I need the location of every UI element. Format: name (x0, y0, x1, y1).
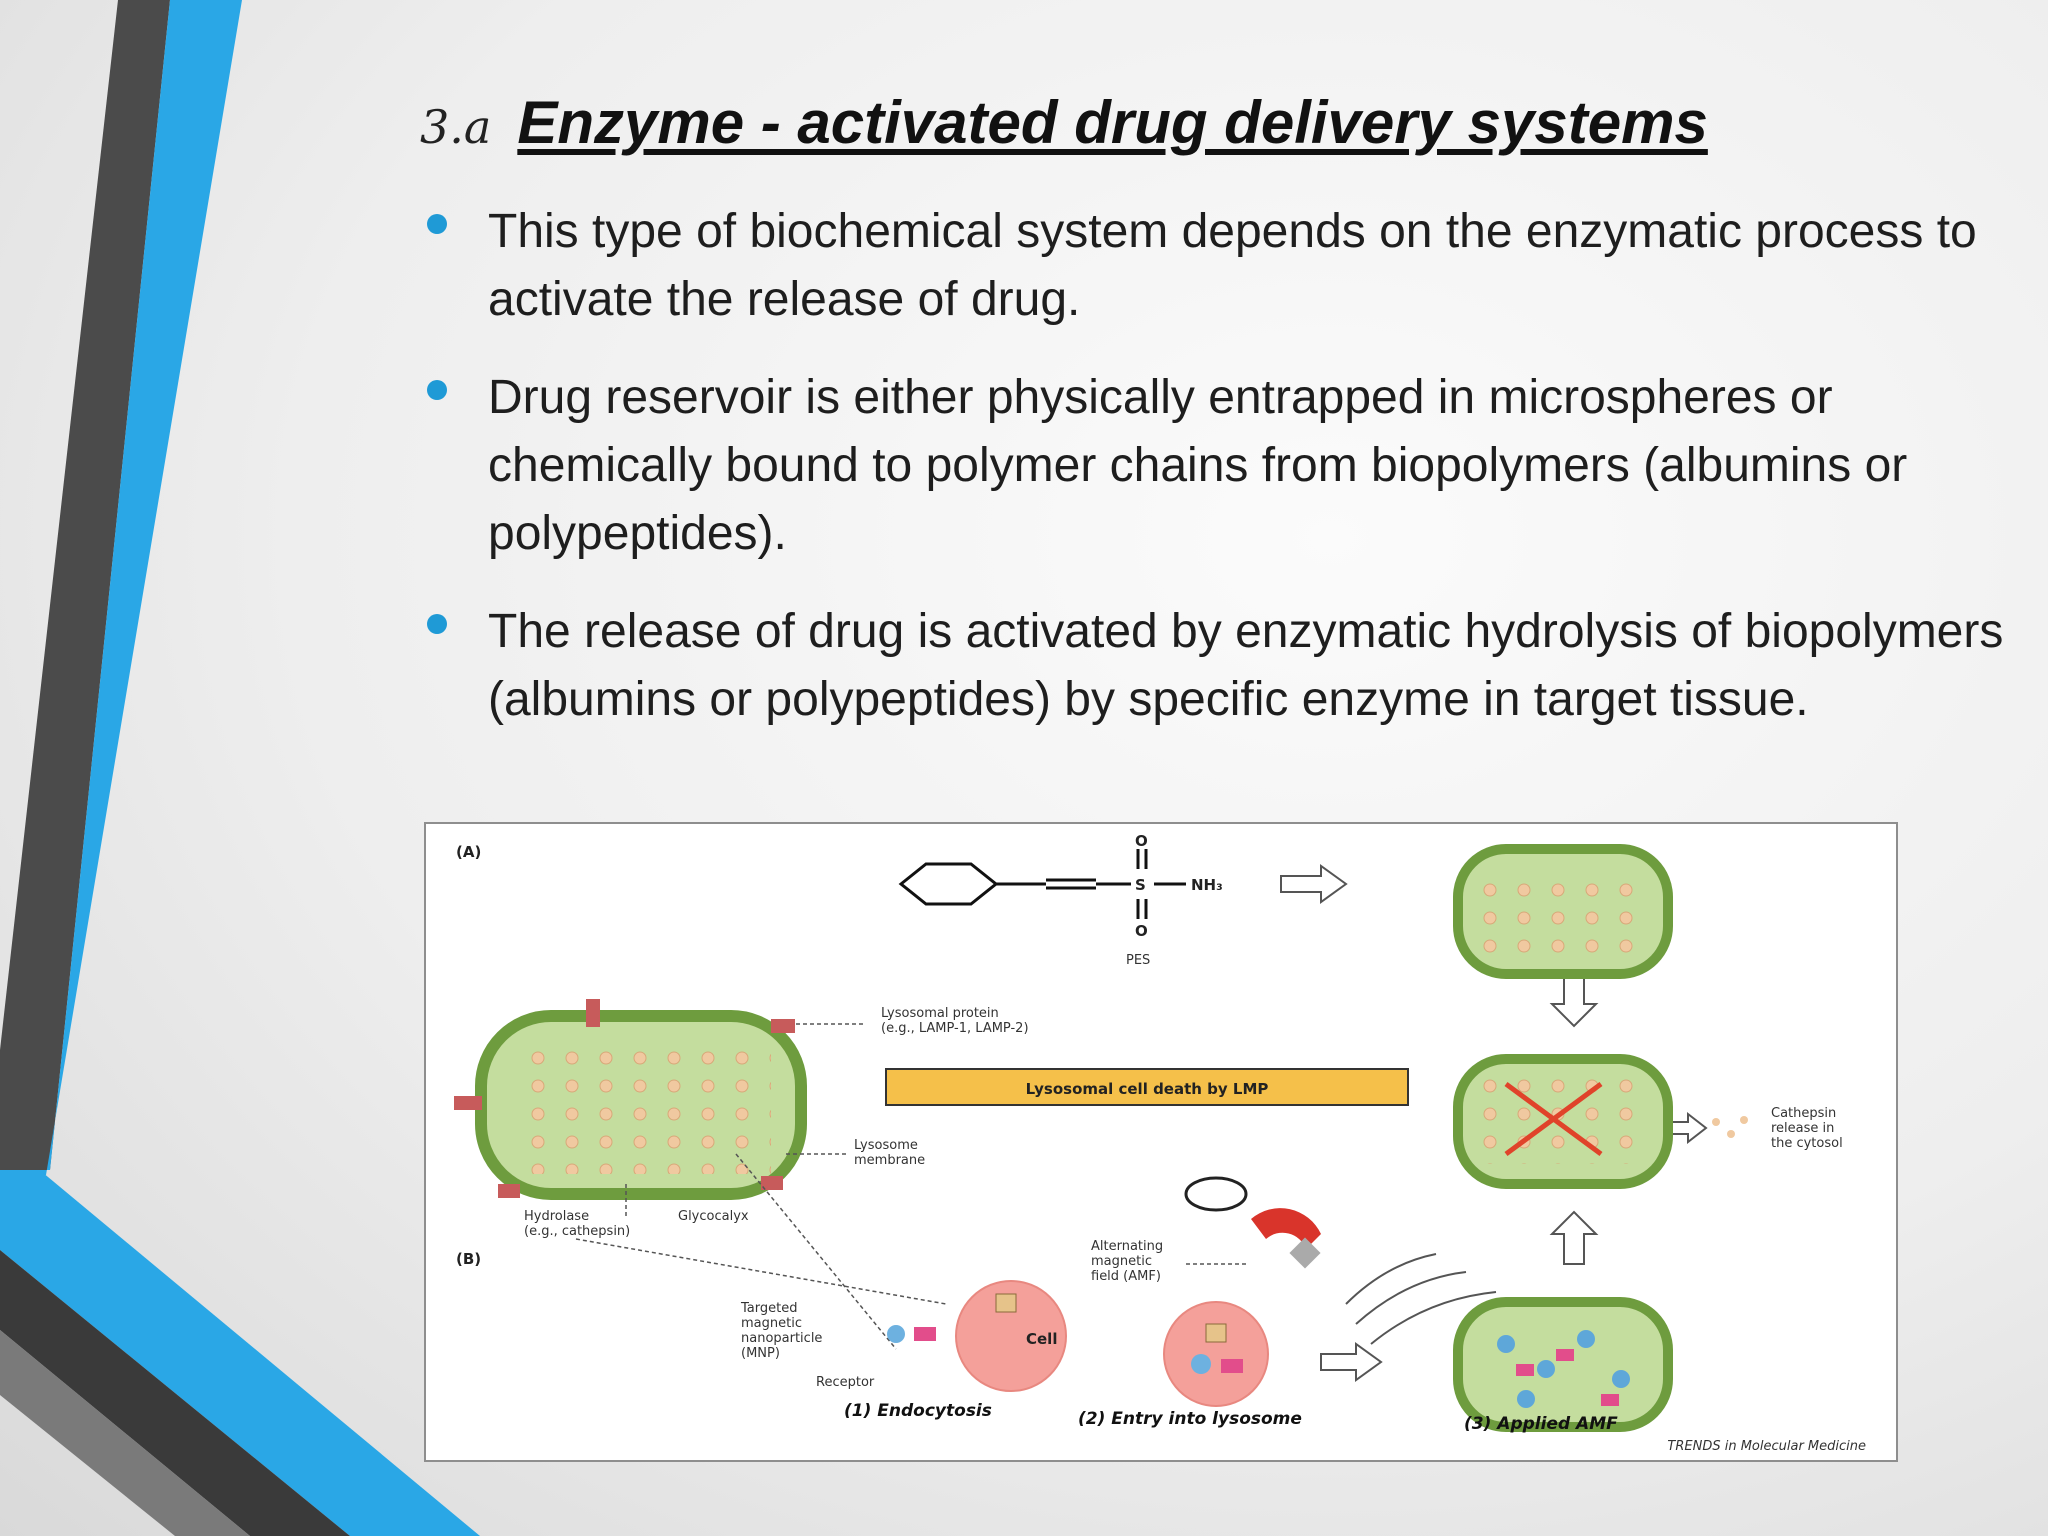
lysosome-membrane-label-2: membrane (854, 1153, 925, 1168)
mnp-label-4: (MNP) (741, 1346, 780, 1361)
hydrolase-label: Hydrolase (524, 1209, 589, 1224)
lmp-box: Lysosomal cell death by LMP (885, 1068, 1409, 1106)
panel-a-label: (A) (456, 843, 481, 861)
cell-endocytosis: Cell (887, 1280, 1067, 1392)
mnp-label-3: nanoparticle (741, 1331, 822, 1346)
cell-lysosome-entry (1163, 1301, 1269, 1407)
field-waves (1345, 1253, 1497, 1345)
pes-molecule (898, 849, 1186, 919)
lysosomal-protein-example: (e.g., LAMP-1, LAMP-2) (881, 1021, 1029, 1036)
lysosome-top (1453, 844, 1673, 979)
section-number: 3.a (420, 100, 492, 154)
step-entry-lysosome: (2) Entry into lysosome (1078, 1409, 1302, 1429)
step-endocytosis: (1) Endocytosis (844, 1401, 992, 1421)
panel-b-label: (B) (456, 1250, 481, 1268)
magnet-icon (1184, 1176, 1321, 1269)
arrow-up-icon (1549, 1210, 1599, 1265)
lysosomal-protein-label: Lysosomal protein (881, 1006, 999, 1021)
mnp-label: Targeted (740, 1301, 797, 1316)
arrow-down-icon (1549, 973, 1599, 1028)
arrow-right-icon (1280, 864, 1348, 904)
amf-label-3: field (AMF) (1091, 1269, 1161, 1284)
cathepsin-label-3: the cytosol (1771, 1136, 1843, 1151)
bullet-dot-icon (427, 214, 447, 234)
cell-label: Cell (1026, 1330, 1057, 1348)
bullet-list: This type of biochemical system depends … (425, 198, 2025, 764)
oxygen-bottom-label: O (1135, 922, 1148, 940)
lysosome-bottom (1453, 1297, 1673, 1432)
slide-title: 3.a Enzyme - activated drug delivery sys… (420, 88, 1708, 168)
figure-illustration: (A) (B) S O O NH₃ PES (454, 832, 1866, 1454)
arrow-right-icon (1320, 1342, 1383, 1382)
cathepsin-label-2: release in (1771, 1121, 1834, 1136)
lysosome-membrane-label: Lysosome (854, 1138, 918, 1153)
bullet-item: The release of drug is activated by enzy… (425, 598, 2025, 734)
oxygen-top-label: O (1135, 832, 1148, 850)
bullet-dot-icon (427, 380, 447, 400)
bullet-item: This type of biochemical system depends … (425, 198, 2025, 334)
bullet-dot-icon (427, 614, 447, 634)
amf-label: Alternating (1091, 1239, 1163, 1254)
glycocalyx-label: Glycocalyx (678, 1209, 749, 1224)
hydrolase-example: (e.g., cathepsin) (524, 1224, 630, 1239)
leader-lines (575, 1023, 1246, 1350)
cathepsin-label: Cathepsin (1771, 1106, 1836, 1121)
bullet-item: Drug reservoir is either physically entr… (425, 364, 2025, 568)
amf-label-2: magnetic (1091, 1254, 1152, 1269)
bullet-text: Drug reservoir is either physically entr… (488, 371, 1908, 560)
title-text: Enzyme - activated drug delivery systems (517, 89, 1708, 156)
step-applied-amf: (3) Applied AMF (1464, 1414, 1618, 1434)
lmp-box-label: Lysosomal cell death by LMP (1026, 1080, 1269, 1098)
mnp-label-2: magnetic (741, 1316, 802, 1331)
lysosome-middle (1453, 1054, 1748, 1189)
lysosome-figure: (A) (B) S O O NH₃ PES (424, 822, 1898, 1462)
lysosome-large (454, 999, 807, 1200)
bullet-text: This type of biochemical system depends … (488, 205, 1977, 326)
sulfur-label: S (1135, 876, 1146, 894)
pes-label: PES (1126, 953, 1150, 968)
bullet-text: The release of drug is activated by enzy… (488, 605, 2004, 726)
nh3-label: NH₃ (1191, 876, 1223, 894)
receptor-label: Receptor (816, 1375, 875, 1390)
figure-credit: TRENDS in Molecular Medicine (1667, 1439, 1866, 1454)
